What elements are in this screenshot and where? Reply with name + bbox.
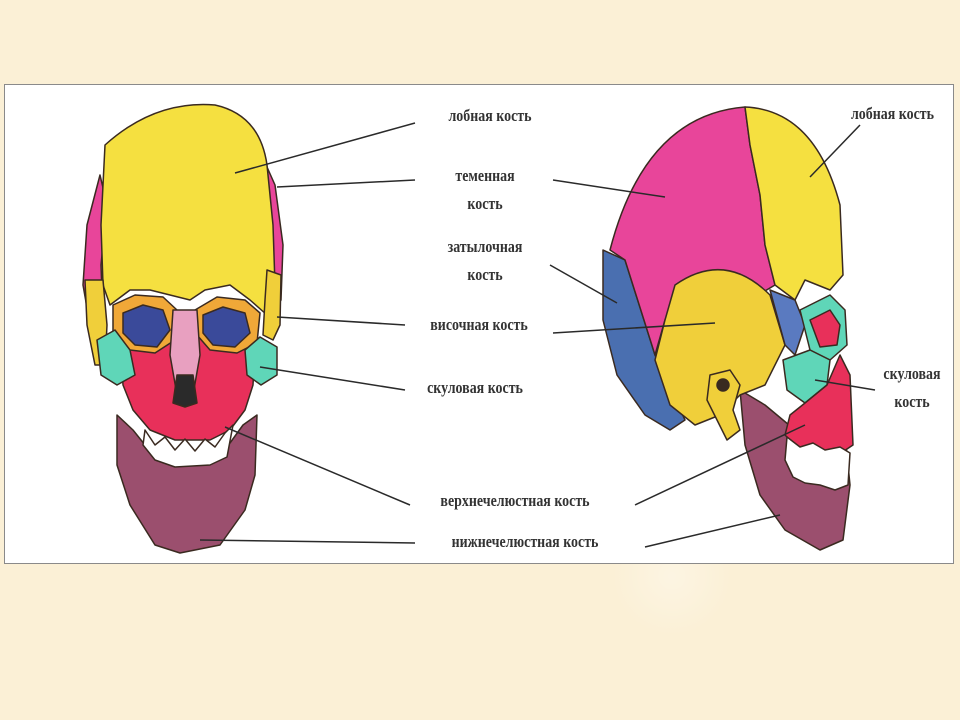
skull-illustrations [82, 103, 876, 554]
label-frontal-left: лобная кость [448, 106, 532, 125]
label-occipital-line2: кость [467, 265, 503, 284]
front-nasal-cavity [172, 374, 198, 408]
label-maxilla: верхнечелюстная кость [440, 491, 590, 510]
front-orbit-left-inner [122, 304, 171, 348]
side-teeth [784, 436, 851, 491]
label-frontal-right: лобная кость [850, 104, 935, 123]
front-frontal [100, 103, 276, 316]
skull-side-view [602, 106, 854, 551]
skull-diagram: лобная кость теменная кость затылочная к… [4, 84, 954, 564]
side-frontal [744, 106, 844, 301]
front-zygomatic-right [244, 336, 278, 386]
side-sphenoid [769, 289, 806, 356]
leader-lines [199, 122, 876, 548]
label-parietal-line2: кость [467, 194, 503, 213]
skull-front-view [82, 103, 284, 554]
side-ear-opening [716, 378, 730, 392]
label-temporal: височная кость [430, 315, 528, 334]
label-zygomatic-right-line1: скуловая [883, 364, 941, 383]
front-orbit-right-inner [202, 306, 251, 348]
label-zygomatic-right-line2: кость [894, 392, 930, 411]
label-zygomatic-left: скуловая кость [427, 378, 523, 397]
front-teeth [142, 424, 234, 468]
front-temporal-right [262, 269, 282, 341]
label-parietal-line1: теменная [455, 166, 515, 185]
label-occipital-line1: затылочная [447, 237, 523, 256]
front-zygomatic-left [96, 329, 136, 386]
side-ear [706, 369, 741, 441]
label-mandible: нижнечелюстная кость [451, 532, 599, 551]
side-temporal [654, 268, 786, 426]
side-orbit-inner [809, 309, 841, 348]
